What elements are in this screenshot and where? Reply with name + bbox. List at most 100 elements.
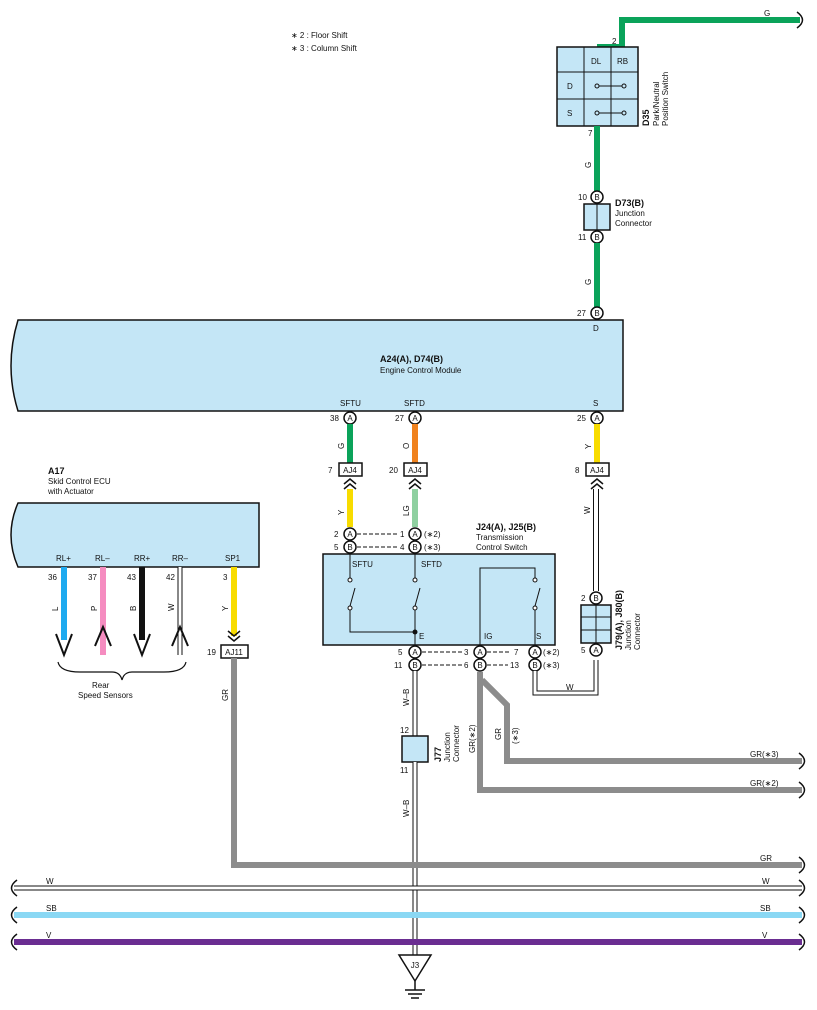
tcs-ig-a-num: 3 bbox=[464, 648, 469, 657]
aj4-sftu-num: 7 bbox=[328, 466, 333, 475]
tcs-in-s: S bbox=[536, 632, 541, 641]
note-column-shift: ∗ 3 : Column Shift bbox=[291, 44, 358, 53]
ecm-sftu-conn: A bbox=[347, 414, 353, 423]
tcs-bot-a-conn: A bbox=[412, 648, 418, 657]
j79-code: J79(A), J80(B) bbox=[614, 590, 624, 650]
wire-label-gr-aj11: GR bbox=[221, 689, 230, 701]
wire-label-g-1: G bbox=[584, 162, 593, 168]
wire-label-w-s: W bbox=[583, 506, 592, 514]
rear-sensors-brace bbox=[57, 661, 187, 681]
aj4-sftu: AJ4 bbox=[338, 462, 363, 477]
wire-label-gr-right3: GR(∗3) bbox=[750, 750, 779, 759]
ecm-pin-d: D bbox=[593, 324, 599, 333]
tcs-internal-wiring bbox=[347, 554, 541, 645]
arrow-p bbox=[94, 624, 112, 647]
tcs-s-b-conn: B bbox=[532, 661, 537, 670]
skid-pin-rr-plus: RR+ bbox=[134, 554, 151, 563]
tcs-bot-b-conn: B bbox=[412, 661, 417, 670]
wire-label-l: L bbox=[51, 606, 60, 611]
d35-pin-bot: 7 bbox=[588, 129, 593, 138]
wire-label-wb-2: W–B bbox=[402, 800, 411, 817]
tcs-s-a-conn: A bbox=[532, 648, 538, 657]
j79-name-1: Junction bbox=[624, 620, 633, 650]
wire-g-top bbox=[597, 17, 800, 50]
ecm-box bbox=[10, 319, 624, 412]
j77-code: J77 bbox=[433, 747, 443, 762]
wire-gr-star3 bbox=[479, 677, 802, 764]
d73-code: D73(B) bbox=[615, 198, 644, 208]
ecm-sftd-conn: A bbox=[412, 414, 418, 423]
wire-label-wb-1: W–B bbox=[402, 689, 411, 706]
d35-col-dl: DL bbox=[591, 57, 602, 66]
tcs-top-a-conn: A bbox=[347, 530, 353, 539]
tcs-bot-a-num: 5 bbox=[398, 648, 403, 657]
skid-pin-sp1: SP1 bbox=[225, 554, 241, 563]
ecm-pin-s: S bbox=[593, 399, 598, 408]
skid-num-42: 42 bbox=[166, 573, 175, 582]
j79-pin-top: 2 bbox=[581, 594, 586, 603]
wire-label-gr-a: GR bbox=[494, 728, 503, 740]
tcs-junction-dot bbox=[412, 629, 418, 635]
d35-pin-top: 2 bbox=[612, 37, 617, 46]
d73-name-2: Connector bbox=[615, 219, 652, 228]
aj4-s-label: AJ4 bbox=[590, 466, 604, 475]
arrow-b bbox=[133, 633, 151, 658]
tcs-name-2: Control Switch bbox=[476, 543, 528, 552]
aj4-s: AJ4 bbox=[585, 462, 610, 477]
bus-v-label-left: V bbox=[46, 931, 52, 940]
wire-label-y-s: Y bbox=[584, 443, 593, 449]
wire-label-lg: LG bbox=[402, 505, 411, 516]
skid-num-43: 43 bbox=[127, 573, 136, 582]
wire-label-p: P bbox=[90, 606, 99, 611]
tcs-top-b-num: 5 bbox=[334, 543, 339, 552]
d73-name-1: Junction bbox=[615, 209, 645, 218]
rear-label-1: Rear bbox=[92, 681, 110, 690]
aj4-sftd: AJ4 bbox=[403, 462, 428, 477]
skid-pin-rr-minus: RR– bbox=[172, 554, 189, 563]
d35-name-2: Position Switch bbox=[661, 72, 670, 126]
skid-name-1: Skid Control ECU bbox=[48, 477, 111, 486]
tcs-top-b-conn: B bbox=[347, 543, 352, 552]
wire-label-w-loop: W bbox=[566, 683, 574, 692]
aj4-sftu-label: AJ4 bbox=[343, 466, 357, 475]
j3-label: J3 bbox=[411, 961, 420, 970]
tcs-s-b-num: 13 bbox=[510, 661, 519, 670]
wire-label-o: O bbox=[402, 443, 411, 449]
wire-gr-aj11 bbox=[231, 658, 802, 868]
d35-code: D35 bbox=[641, 109, 651, 126]
tcs-bot-mark2: (∗2) bbox=[543, 648, 560, 657]
ecm-s-num: 25 bbox=[577, 414, 586, 423]
d35-row-s: S bbox=[567, 109, 572, 118]
tcs-top-mark2: (∗2) bbox=[424, 530, 441, 539]
tcs-ig-a-conn: A bbox=[477, 648, 483, 657]
wire-w-loop bbox=[533, 660, 598, 695]
ground-icon bbox=[405, 981, 425, 999]
j79-name-2: Connector bbox=[633, 613, 642, 650]
ecm-d-conn: B bbox=[594, 309, 599, 318]
tcs-box bbox=[322, 553, 556, 646]
d35-name-1: Park/Neutral bbox=[652, 81, 661, 126]
note-floor-shift: ∗ 2 : Floor Shift bbox=[291, 31, 348, 40]
wire-label-g-top: G bbox=[764, 9, 770, 18]
j77-pin-bot: 11 bbox=[400, 766, 409, 775]
aj11-label: AJ11 bbox=[225, 648, 243, 657]
ecm-pin-sftd: SFTD bbox=[404, 399, 425, 408]
arrow-w bbox=[171, 624, 189, 647]
aj11-chevrons bbox=[227, 630, 241, 642]
wire-gr-star2 bbox=[477, 672, 802, 793]
j77-name-2: Connector bbox=[452, 725, 461, 762]
ecm-pin-sftu: SFTU bbox=[340, 399, 361, 408]
ecm-name: Engine Control Module bbox=[380, 366, 462, 375]
aj4-sftd-num: 20 bbox=[389, 466, 398, 475]
wire-label-b: B bbox=[129, 606, 138, 611]
tcs-bot-mark3: (∗3) bbox=[543, 661, 560, 670]
tcs-top-a2-num: 1 bbox=[400, 530, 405, 539]
tcs-top-a2-conn: A bbox=[412, 530, 418, 539]
ecm-sftd-num: 27 bbox=[395, 414, 404, 423]
tcs-top-mark3: (∗3) bbox=[424, 543, 441, 552]
skid-num-3: 3 bbox=[223, 573, 228, 582]
arrow-l bbox=[55, 633, 73, 658]
d73-pin-top: 10 bbox=[578, 193, 587, 202]
wire-label-gr-right: GR bbox=[760, 854, 772, 863]
